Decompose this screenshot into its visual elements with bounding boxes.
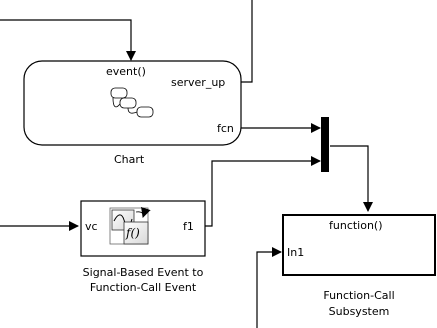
signal-block-f1-port-label: f1 <box>183 220 194 233</box>
subsystem-trigger-label: function() <box>329 219 383 232</box>
chart-fcn-port-label: fcn <box>217 122 234 135</box>
mux-output-line[interactable] <box>330 145 373 212</box>
chart-block-name: Chart <box>114 153 145 166</box>
in1-input-line[interactable] <box>256 247 282 328</box>
subsystem-name-line2: Subsystem <box>328 305 390 318</box>
subsystem-name-line1: Function-Call <box>323 289 395 302</box>
function-icon-text: f() <box>126 226 140 240</box>
signal-block-vc-port-label: vc <box>85 220 98 233</box>
f1-signal-line[interactable] <box>205 156 321 227</box>
subsystem-in1-port-label: In1 <box>287 246 305 259</box>
function-call-subsystem-block[interactable] <box>282 214 436 276</box>
stateflow-icon <box>110 87 154 118</box>
mux-block[interactable] <box>321 117 329 172</box>
server-up-signal-line[interactable] <box>241 0 253 83</box>
chart-event-port-label: event() <box>106 65 146 78</box>
signal-block-name-line1: Signal-Based Event to <box>82 266 204 279</box>
event-signal-line[interactable] <box>0 19 136 61</box>
signal-block-name-line2: Function-Call Event <box>89 281 197 294</box>
signal-to-function-icon <box>109 206 151 245</box>
chart-server-up-port-label: server_up <box>171 76 226 89</box>
